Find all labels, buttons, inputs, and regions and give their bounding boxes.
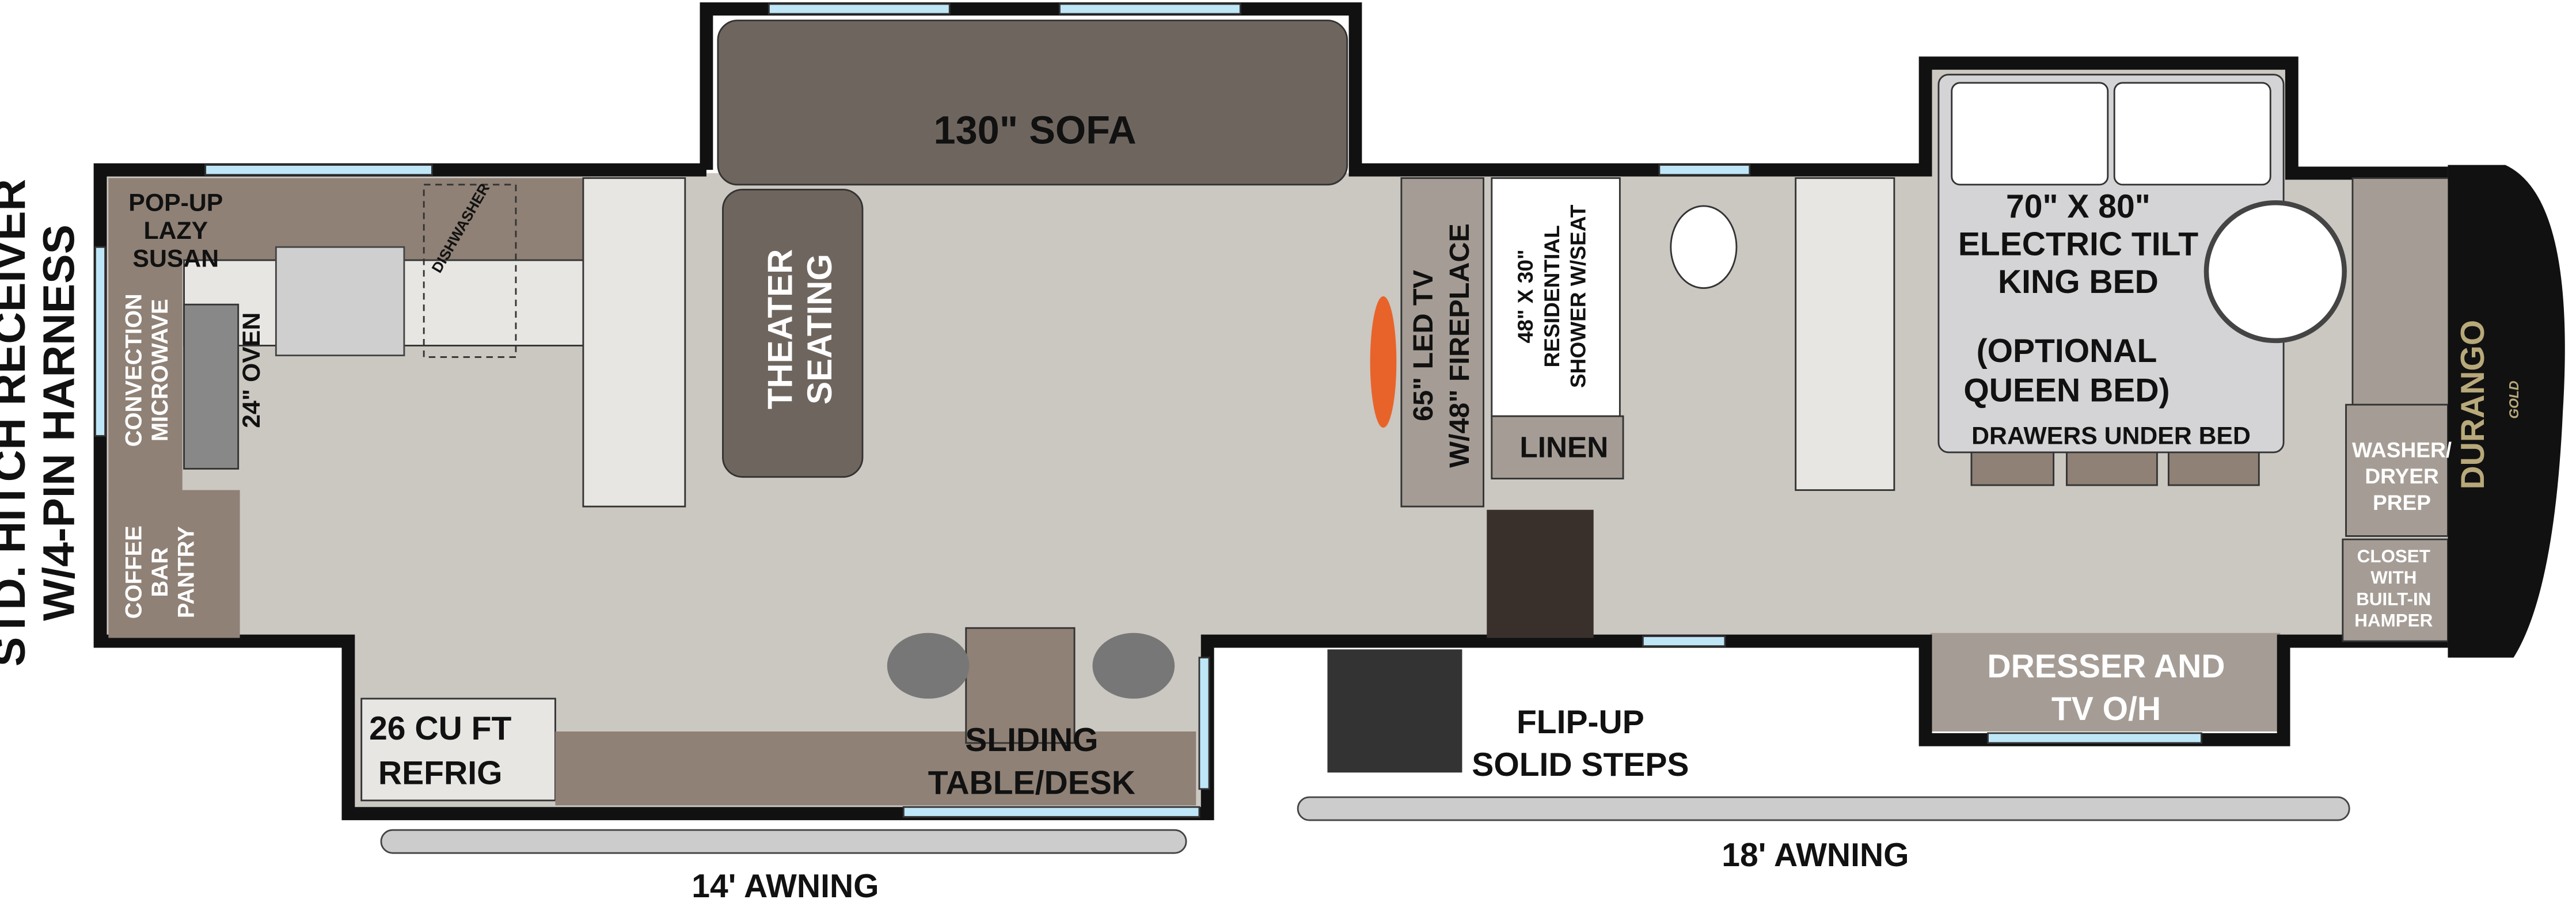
svg-text:WASHER/: WASHER/ (2352, 437, 2452, 462)
svg-text:65" LED TV: 65" LED TV (1408, 269, 1439, 421)
rear-awning-label: 18' AWNING (1722, 837, 1909, 874)
svg-text:STD. HITCH RECEIVER: STD. HITCH RECEIVER (0, 179, 35, 666)
svg-text:RESIDENTIAL: RESIDENTIAL (1540, 225, 1564, 367)
svg-text:SLIDING: SLIDING (965, 722, 1098, 759)
closet-label: CLOSET WITH BUILT-IN HAMPER (2354, 546, 2433, 630)
svg-text:W/48" FIREPLACE: W/48" FIREPLACE (1444, 223, 1475, 468)
washer-label: WASHER/ DRYER PREP (2352, 437, 2452, 514)
bed (1937, 74, 2347, 486)
tv-label: 65" LED TV W/48" FIREPLACE (1408, 223, 1475, 468)
svg-text:WITH: WITH (2370, 567, 2417, 588)
svg-text:CLOSET: CLOSET (2357, 546, 2430, 566)
linen-label: LINEN (1519, 430, 1608, 463)
chair (1092, 633, 1175, 699)
svg-text:PANTRY: PANTRY (174, 526, 199, 618)
svg-text:CONVECTION: CONVECTION (121, 294, 146, 447)
vanity (1795, 177, 1895, 491)
chair (887, 633, 970, 699)
svg-text:48" X 30": 48" X 30" (1513, 249, 1537, 343)
svg-text:(OPTIONAL: (OPTIONAL (1977, 333, 2157, 369)
svg-text:TABLE/DESK: TABLE/DESK (928, 764, 1135, 801)
svg-text:SOLID STEPS: SOLID STEPS (1472, 746, 1689, 783)
svg-text:PREP: PREP (2373, 490, 2431, 515)
svg-text:THEATER: THEATER (761, 249, 799, 409)
front-awning (380, 829, 1187, 854)
tilt-bed-icon (2203, 200, 2347, 344)
svg-text:ELECTRIC TILT: ELECTRIC TILT (1958, 226, 2198, 263)
counter-front (555, 731, 1196, 806)
pantry-label: COFFEE BAR PANTRY (121, 525, 199, 619)
steps-label: FLIP-UP SOLID STEPS (1472, 704, 1689, 783)
svg-text:QUEEN BED): QUEEN BED) (1963, 372, 2170, 409)
microwave-label: CONVECTION MICROWAVE (121, 294, 173, 447)
svg-text:MICROWAVE: MICROWAVE (147, 299, 173, 441)
svg-text:HAMPER: HAMPER (2354, 610, 2433, 630)
brand-logo: DURANGO (2455, 320, 2491, 490)
svg-text:26 CU FT: 26 CU FT (369, 710, 511, 747)
svg-text:POP-UP: POP-UP (128, 189, 223, 216)
svg-text:W/4-PIN HARNESS: W/4-PIN HARNESS (34, 224, 83, 621)
svg-text:LAZY: LAZY (143, 217, 208, 245)
sofa (717, 20, 1348, 478)
refrig-label: 26 CU FT REFRIG (369, 710, 511, 791)
svg-text:BAR: BAR (147, 547, 173, 597)
bed-label: 70" X 80" ELECTRIC TILT KING BED (OPTION… (1958, 188, 2251, 450)
svg-text:COFFEE: COFFEE (121, 525, 146, 619)
svg-text:REFRIG: REFRIG (378, 755, 503, 791)
linen-cabinet (1491, 415, 1624, 480)
kitchen (108, 177, 686, 638)
lazy-susan-label: POP-UP LAZY SUSAN (128, 189, 223, 272)
toilet-icon (1670, 205, 1738, 289)
dishwasher-outline (423, 184, 517, 358)
wardrobe (2351, 177, 2452, 406)
steps-landing (1487, 509, 1594, 638)
svg-text:SUSAN: SUSAN (132, 245, 219, 273)
svg-text:DRESSER AND: DRESSER AND (1987, 648, 2225, 685)
closet (2342, 538, 2449, 642)
fireplace-icon (1370, 296, 1397, 428)
svg-text:DRAWERS UNDER BED: DRAWERS UNDER BED (1971, 422, 2251, 450)
svg-text:TV O/H: TV O/H (2051, 691, 2161, 727)
sofa-label: 130" SOFA (934, 108, 1137, 153)
svg-text:KING BED: KING BED (1998, 264, 2159, 300)
sliding-table (965, 627, 1076, 744)
sink (275, 246, 405, 357)
table-label: SLIDING TABLE/DESK (928, 722, 1135, 801)
front-cap (2448, 165, 2565, 658)
svg-text:DRYER: DRYER (2365, 464, 2439, 488)
refrigerator (360, 698, 556, 802)
windows (94, 3, 2202, 818)
svg-text:BUILT-IN: BUILT-IN (2356, 589, 2431, 609)
oven-label: 24" OVEN (238, 313, 265, 428)
svg-text:FLIP-UP: FLIP-UP (1517, 704, 1644, 741)
hitch-label: STD. HITCH RECEIVER W/4-PIN HARNESS (0, 179, 83, 666)
cooktop (183, 303, 240, 470)
svg-text:70" X 80": 70" X 80" (2006, 188, 2151, 225)
shower-label: 48" X 30" RESIDENTIAL SHOWER W/SEAT (1513, 204, 1590, 388)
steps (1327, 649, 1462, 773)
theater-seating-label: THEATER SEATING (761, 249, 838, 409)
tv-fireplace-cabinet (1400, 177, 1484, 508)
washer-dryer (2345, 403, 2449, 537)
svg-text:SEATING: SEATING (800, 254, 839, 405)
front-awning-label: 14' AWNING (692, 868, 879, 903)
rear-awning (1297, 796, 2350, 821)
svg-text:SHOWER W/SEAT: SHOWER W/SEAT (1566, 204, 1590, 388)
dresser-label: DRESSER AND TV O/H (1987, 648, 2225, 727)
brand-sub-logo: GOLD (2506, 381, 2521, 419)
